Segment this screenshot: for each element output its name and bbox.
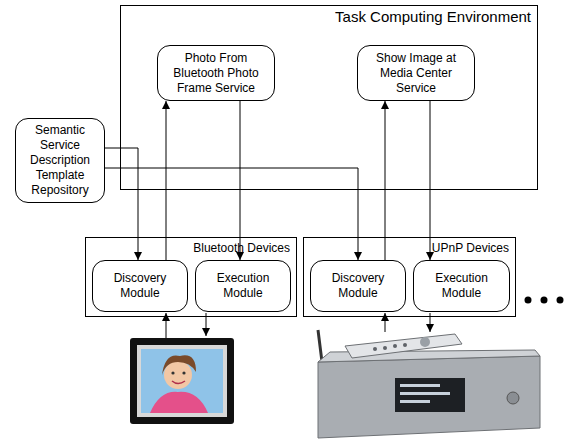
group-heading: UPnP Devices: [432, 241, 509, 256]
module-box: Discovery Module: [92, 260, 188, 312]
device-group-box: Bluetooth DevicesDiscovery Module Executi…: [85, 237, 297, 317]
media-center-device: [318, 330, 540, 438]
flow-arrow: [105, 168, 358, 260]
photo-frame: [130, 338, 234, 424]
ellipsis-dots: [525, 297, 564, 304]
environment-box: Task Computing EnvironmentPhoto From Blu…: [120, 5, 538, 190]
box-label: Discovery Module: [316, 271, 400, 301]
service-box: Show Image at Media Center Service: [357, 45, 475, 101]
repository-box: Semantic Service Description Template Re…: [15, 118, 105, 203]
service-box: Photo From Bluetooth Photo Frame Service: [157, 45, 275, 101]
group-heading: Task Computing Environment: [335, 9, 531, 24]
box-label: Discovery Module: [98, 271, 182, 301]
box-label: Execution Module: [419, 271, 504, 301]
box-label: Show Image at Media Center Service: [363, 51, 469, 96]
box-label: Photo From Bluetooth Photo Frame Service: [163, 51, 269, 96]
module-box: Discovery Module: [310, 260, 406, 312]
module-box: Execution Module: [413, 260, 510, 312]
device-group-box: UPnP DevicesDiscovery Module Execution Mo…: [303, 237, 516, 317]
flow-arrow: [105, 148, 138, 260]
group-heading: Bluetooth Devices: [193, 241, 290, 256]
device-wire: [385, 313, 386, 332]
device-wire: [430, 313, 431, 332]
box-label: Semantic Service Description Template Re…: [21, 123, 99, 198]
box-label: Execution Module: [201, 271, 285, 301]
module-box: Execution Module: [195, 260, 291, 312]
